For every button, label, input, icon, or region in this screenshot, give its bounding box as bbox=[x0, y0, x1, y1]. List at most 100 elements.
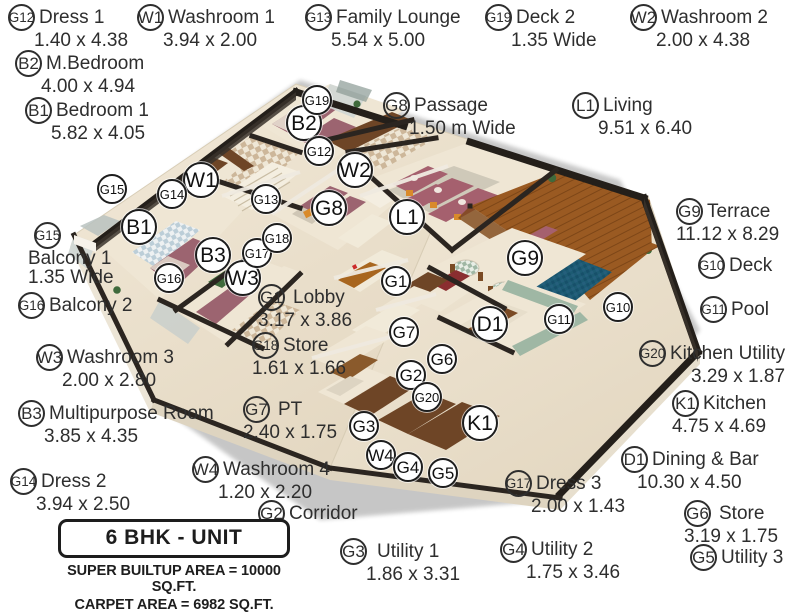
plan-pin-G5[interactable]: G5 bbox=[428, 458, 458, 488]
marker-G11: G11 bbox=[700, 296, 727, 323]
plan-pin-L1[interactable]: L1 bbox=[389, 199, 425, 235]
legend-name-K1: Kitchen bbox=[703, 392, 767, 414]
plan-pin-G4[interactable]: G4 bbox=[393, 452, 423, 482]
plan-pin-G18[interactable]: G18 bbox=[262, 223, 292, 253]
plan-pin-W4[interactable]: W4 bbox=[366, 440, 396, 470]
plan-pin-W2[interactable]: W2 bbox=[337, 152, 373, 188]
plan-pin-G16[interactable]: G16 bbox=[154, 263, 184, 293]
marker-G3: G3 bbox=[340, 538, 367, 565]
legend-dim-G13: 5.54 x 5.00 bbox=[331, 30, 426, 51]
plan-pin-G20[interactable]: G20 bbox=[412, 382, 442, 412]
legend-name-G7: PT bbox=[278, 398, 303, 420]
legend-name-W1: Washroom 1 bbox=[168, 6, 275, 28]
marker-B3: B3 bbox=[18, 400, 45, 427]
plan-pin-G6[interactable]: G6 bbox=[427, 344, 457, 374]
legend-dim-G14: 3.94 x 2.50 bbox=[36, 494, 131, 515]
legend-name-G19: Deck 2 bbox=[516, 6, 576, 28]
plan-pin-G7[interactable]: G7 bbox=[389, 317, 419, 347]
legend-label-G15[interactable]: G15 Balcony 1 1.35 Wide bbox=[28, 222, 114, 288]
plan-pin-W3[interactable]: W3 bbox=[225, 260, 261, 296]
legend-name-B2: M.Bedroom bbox=[46, 52, 145, 74]
floorplan-screenshot: B2 G19 G12 W2 W1 G14 G15 B1 G16 B3 W3 G1… bbox=[8, 4, 785, 613]
marker-G17: G17 bbox=[505, 470, 532, 497]
super-builtup-area: SUPER BUILTUP AREA = 10000 SQ.FT. bbox=[67, 563, 281, 595]
legend-name-G15: Balcony 1 bbox=[28, 248, 112, 269]
legend-dim-W4: 1.20 x 2.20 bbox=[218, 482, 313, 503]
marker-L1: L1 bbox=[572, 92, 599, 119]
plan-pin-G1[interactable]: G1 bbox=[381, 266, 411, 296]
marker-G18: G18 bbox=[252, 332, 279, 359]
carpet-area: CARPET AREA = 6982 SQ.FT. bbox=[74, 597, 274, 613]
legend-dim-B1: 5.82 x 4.05 bbox=[51, 123, 146, 144]
plan-pin-G10[interactable]: G10 bbox=[603, 292, 633, 322]
plan-pin-W1[interactable]: W1 bbox=[183, 162, 219, 198]
marker-G20: G20 bbox=[639, 340, 666, 367]
plan-pin-K1[interactable]: K1 bbox=[462, 405, 498, 441]
legend-dim-G12: 1.40 x 4.38 bbox=[34, 30, 129, 51]
title-block: 6 BHK - UNIT SUPER BUILTUP AREA = 10000 … bbox=[58, 519, 290, 613]
legend-name-G2: Corridor bbox=[289, 502, 358, 524]
legend-dim-L1: 9.51 x 6.40 bbox=[598, 118, 693, 139]
legend-dim-G8: 1.50 m Wide bbox=[409, 118, 516, 139]
plan-pin-G8[interactable]: G8 bbox=[311, 190, 347, 226]
legend-dim-G19: 1.35 Wide bbox=[511, 30, 597, 51]
legend-dim-B3: 3.85 x 4.35 bbox=[44, 426, 139, 447]
plan-pin-G12[interactable]: G12 bbox=[304, 136, 334, 166]
plan-pin-G15[interactable]: G15 bbox=[97, 174, 127, 204]
plan-pin-G14[interactable]: G14 bbox=[157, 179, 187, 209]
legend-name-G10: Deck bbox=[729, 254, 773, 276]
legend-name-G4: Utility 2 bbox=[531, 538, 594, 560]
legend-name-G20: Kitchen Utility bbox=[670, 342, 786, 364]
plan-pin-G3[interactable]: G3 bbox=[349, 411, 379, 441]
legend-name-G17: Dress 3 bbox=[536, 472, 602, 494]
plan-pin-G13[interactable]: G13 bbox=[251, 184, 281, 214]
legend-dim-G9: 11.12 x 8.29 bbox=[676, 224, 780, 245]
marker-G4: G4 bbox=[500, 536, 527, 563]
legend-dim-G6: 3.19 x 1.75 bbox=[684, 526, 779, 547]
plan-pin-G19[interactable]: G19 bbox=[302, 85, 332, 115]
plan-pin-G9[interactable]: G9 bbox=[507, 240, 543, 276]
legend-dim-W2: 2.00 x 4.38 bbox=[656, 30, 751, 51]
plan-pin-D1[interactable]: D1 bbox=[472, 306, 508, 342]
legend-dim-G15: 1.35 Wide bbox=[28, 267, 114, 289]
marker-G5: G5 bbox=[690, 544, 717, 571]
plan-pin-B1[interactable]: B1 bbox=[121, 209, 157, 245]
marker-K1: K1 bbox=[672, 390, 699, 417]
plan-pin-B2[interactable]: B2 bbox=[286, 105, 322, 141]
marker-G10: G10 bbox=[698, 252, 725, 279]
marker-G6: G6 bbox=[684, 500, 711, 527]
plan-pin-G17[interactable]: G17 bbox=[242, 238, 272, 268]
plan-pin-B3[interactable]: B3 bbox=[195, 237, 231, 273]
plan-pin-G11[interactable]: G11 bbox=[544, 304, 574, 334]
legend-name-G1: Lobby bbox=[293, 286, 345, 308]
marker-G7: G7 bbox=[243, 396, 270, 423]
